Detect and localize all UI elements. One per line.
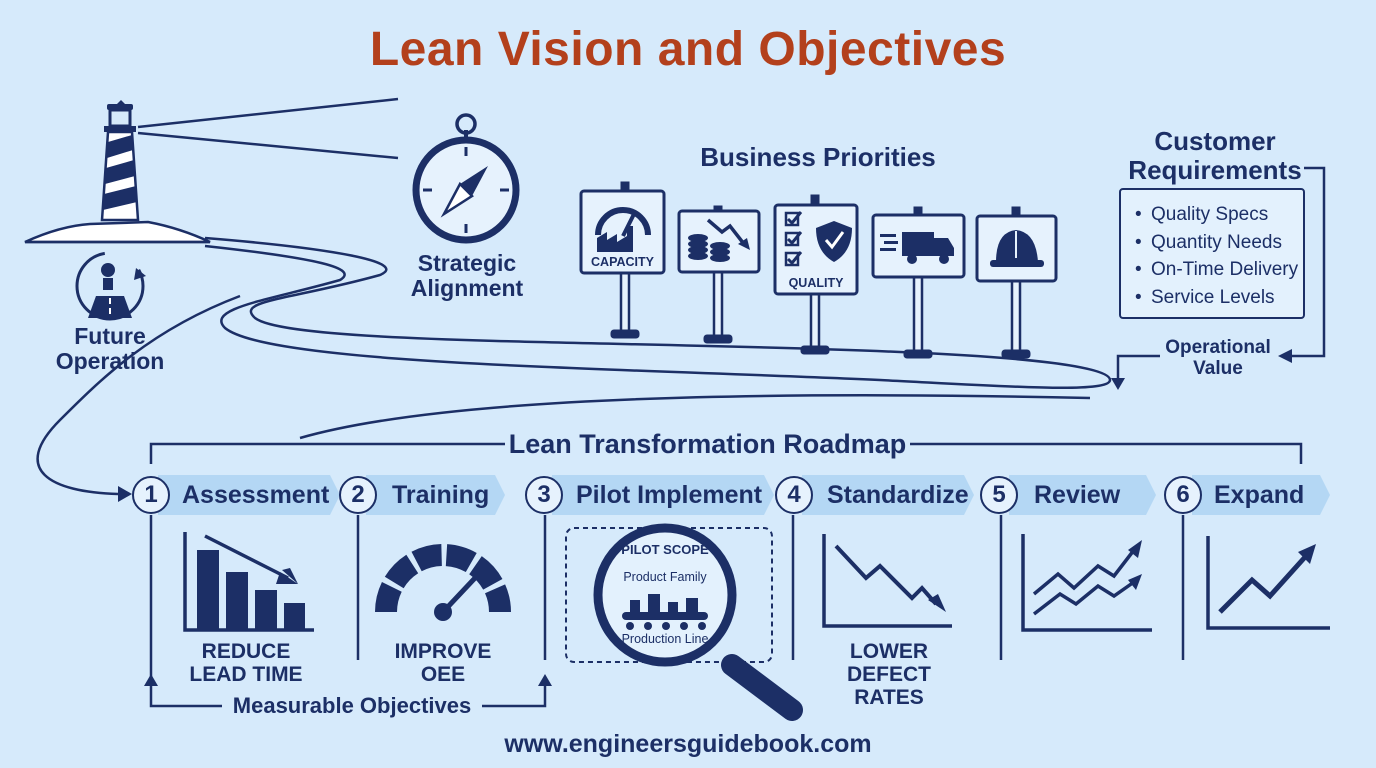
quality-sign: QUALITY [773, 194, 859, 355]
step-6-number: 6 [1164, 476, 1202, 514]
business-priorities-heading: Business Priorities [700, 142, 936, 172]
compass-icon [412, 113, 520, 244]
improve-oee-label: IMPROVE OEE [394, 640, 492, 687]
oee-gauge-icon [375, 544, 511, 621]
footer-website: www.engineersguidebook.com [504, 730, 872, 758]
lower-defect-rates-label: LOWER DEFECT RATES [847, 640, 931, 710]
page-title: Lean Vision and Objectives [369, 23, 1007, 76]
customer-requirements-list: Quality Specs Quantity Needs On-Time Del… [1121, 190, 1303, 311]
requirement-item: On-Time Delivery [1135, 256, 1303, 284]
future-operation-icon [75, 251, 146, 321]
delivery-sign [871, 206, 966, 359]
strategic-alignment-label: Strategic Alignment [410, 250, 524, 302]
step-5-label: Review [1034, 481, 1121, 509]
road-arrowhead [118, 486, 132, 502]
review-chart-icon [1021, 534, 1152, 632]
pilot-scope-magnifier-icon [565, 523, 803, 721]
cost-sign [677, 205, 761, 344]
step-dividers [356, 515, 1185, 660]
winding-road [36, 236, 1112, 496]
step-6-label: Expand [1214, 481, 1305, 509]
expand-chart-icon [1206, 536, 1330, 630]
pilot-scope-heading: PILOT SCOPE [621, 542, 709, 557]
requirement-item: Service Levels [1135, 284, 1303, 312]
lead-time-bar-chart-icon [183, 532, 314, 632]
priority-signs: CAPACITY [579, 181, 1058, 359]
operational-value-label: Operational Value [1165, 337, 1271, 379]
step-5-number: 5 [980, 476, 1018, 514]
capacity-caption: CAPACITY [591, 255, 655, 269]
step-1-number: 1 [132, 476, 170, 514]
customer-requirements-heading: Customer Requirements [1128, 126, 1302, 185]
requirements-connector [1116, 166, 1326, 380]
capacity-sign: CAPACITY [579, 181, 666, 339]
step-2-label: Training [392, 481, 490, 509]
lighthouse-beams [137, 97, 399, 160]
step-4-label: Standardize [827, 481, 969, 509]
safety-sign [975, 206, 1058, 359]
future-operation-label: Future Operation [55, 323, 165, 375]
step-1-label: Assessment [182, 481, 330, 509]
step-3-label: Pilot Implement [576, 481, 763, 509]
defect-rate-chart-icon [822, 534, 952, 628]
lighthouse-icon [24, 100, 211, 244]
objectives-bracket [149, 515, 547, 708]
requirement-item: Quantity Needs [1135, 229, 1303, 257]
customer-requirements-box: Quality Specs Quantity Needs On-Time Del… [1119, 188, 1305, 319]
production-line-label: Production Line [621, 632, 709, 646]
step-ribbons [158, 475, 1330, 515]
requirement-item: Quality Specs [1135, 201, 1303, 229]
roadmap-bracket [149, 442, 1303, 464]
product-family-label: Product Family [623, 570, 707, 584]
step-3-number: 3 [525, 476, 563, 514]
roadmap-heading: Lean Transformation Roadmap [508, 429, 907, 459]
step-4-number: 4 [775, 476, 813, 514]
measurable-objectives-label: Measurable Objectives [232, 693, 472, 718]
step-2-number: 2 [339, 476, 377, 514]
reduce-lead-time-label: REDUCE LEAD TIME [189, 640, 303, 687]
quality-caption: QUALITY [789, 276, 845, 290]
